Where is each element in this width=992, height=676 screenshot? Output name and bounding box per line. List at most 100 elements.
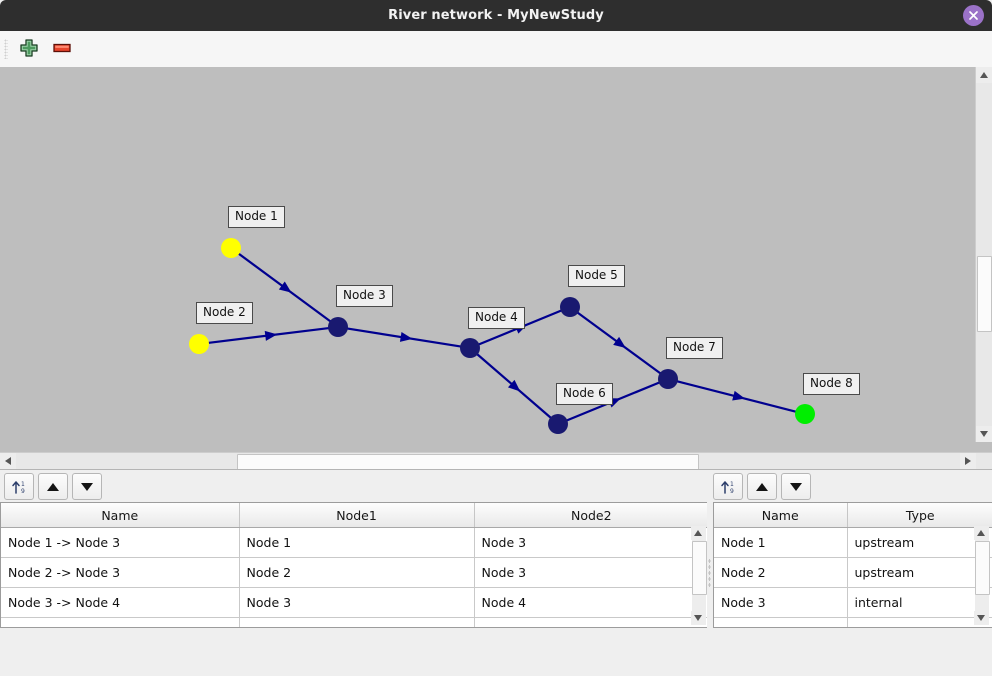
triangle-down-icon bbox=[694, 615, 702, 621]
graph-edge-arrow bbox=[507, 379, 521, 392]
triangle-up-icon bbox=[47, 482, 59, 491]
table-cell[interactable]: Node 4 -> Node 5 bbox=[1, 617, 240, 627]
table-cell[interactable]: Node 1 bbox=[239, 527, 475, 558]
river-network-graph[interactable]: Node 1 Node 2 Node 3 Node 4 Node 5 Node 6 Node… bbox=[0, 67, 992, 459]
table-cell[interactable]: Node 4 bbox=[239, 617, 475, 627]
graph-node-label-node-4[interactable]: Node 4 bbox=[468, 307, 525, 329]
graph-node-node-6[interactable] bbox=[548, 414, 568, 434]
column-header-node2[interactable]: Node2 bbox=[474, 503, 708, 528]
graph-node-node-1[interactable] bbox=[221, 238, 241, 258]
table-cell[interactable]: upstream bbox=[847, 557, 992, 588]
nodes-sort-button[interactable]: 1 9 bbox=[713, 473, 743, 500]
table-row[interactable]: Node 4internal bbox=[714, 617, 992, 627]
graph-horizontal-scrollbar[interactable] bbox=[0, 452, 992, 470]
graph-node-label-node-5[interactable]: Node 5 bbox=[568, 265, 625, 287]
svg-text:1: 1 bbox=[21, 481, 25, 488]
reaches-scroll-down-button[interactable] bbox=[691, 611, 706, 625]
graph-node-label-node-2[interactable]: Node 2 bbox=[196, 302, 253, 324]
table-cell[interactable]: Node 1 bbox=[714, 527, 848, 558]
column-header-node1[interactable]: Node1 bbox=[239, 503, 475, 528]
table-cell[interactable]: Node 2 bbox=[239, 557, 475, 588]
column-header-name[interactable]: Name bbox=[714, 503, 848, 528]
graph-node-node-7[interactable] bbox=[658, 369, 678, 389]
table-cell[interactable]: Node 3 -> Node 4 bbox=[1, 587, 240, 618]
table-cell[interactable]: Node 2 -> Node 3 bbox=[1, 557, 240, 588]
table-cell[interactable]: Node 3 bbox=[474, 557, 708, 588]
vertical-splitter-grip bbox=[708, 558, 711, 588]
reaches-move-up-button[interactable] bbox=[38, 473, 68, 500]
table-cell[interactable]: Node 1 -> Node 3 bbox=[1, 527, 240, 558]
scroll-left-button[interactable] bbox=[0, 453, 16, 469]
reaches-scroll-thumb[interactable] bbox=[692, 541, 707, 595]
graph-node-label-node-3[interactable]: Node 3 bbox=[336, 285, 393, 307]
graph-node-label-node-6[interactable]: Node 6 bbox=[556, 383, 613, 405]
scroll-up-button[interactable] bbox=[976, 67, 992, 83]
graph-vertical-scrollbar[interactable] bbox=[975, 67, 992, 442]
graph-node-label-node-7[interactable]: Node 7 bbox=[666, 337, 723, 359]
triangle-right-icon bbox=[965, 457, 971, 465]
graph-node-node-3[interactable] bbox=[328, 317, 348, 337]
graph-edge-arrow bbox=[732, 390, 746, 401]
table-cell[interactable]: internal bbox=[847, 617, 992, 627]
graph-node-label-node-1[interactable]: Node 1 bbox=[228, 206, 285, 228]
graph-node-label-node-8[interactable]: Node 8 bbox=[803, 373, 860, 395]
toolbar-grip[interactable] bbox=[4, 39, 8, 59]
graph-node-node-4[interactable] bbox=[460, 338, 480, 358]
table-cell[interactable]: upstream bbox=[847, 527, 992, 558]
graph-vscroll-thumb[interactable] bbox=[977, 256, 992, 332]
nodes-scroll-down-button[interactable] bbox=[974, 611, 989, 625]
plus-green-icon bbox=[20, 39, 38, 57]
column-header-name[interactable]: Name bbox=[1, 503, 240, 528]
scroll-right-button[interactable] bbox=[960, 453, 976, 469]
graph-node-node-5[interactable] bbox=[560, 297, 580, 317]
reaches-sort-button[interactable]: 1 9 bbox=[4, 473, 34, 500]
close-button[interactable] bbox=[963, 5, 984, 26]
table-cell[interactable]: Node 3 bbox=[714, 587, 848, 618]
graph-node-node-2[interactable] bbox=[189, 334, 209, 354]
nodes-scroll-thumb[interactable] bbox=[975, 541, 990, 595]
nodes-move-up-button[interactable] bbox=[747, 473, 777, 500]
graph-canvas[interactable]: Node 1 Node 2 Node 3 Node 4 Node 5 Node 6 Node… bbox=[0, 67, 976, 453]
svg-text:9: 9 bbox=[730, 488, 734, 495]
reaches-scroll-up-button[interactable] bbox=[691, 526, 706, 540]
triangle-up-icon bbox=[977, 530, 985, 536]
table-cell[interactable]: Node 3 bbox=[239, 587, 475, 618]
add-node-button[interactable] bbox=[18, 37, 42, 61]
table-cell[interactable]: internal bbox=[847, 587, 992, 618]
triangle-down-icon bbox=[790, 482, 802, 491]
triangle-up-icon bbox=[756, 482, 768, 491]
graph-edges-layer bbox=[207, 252, 797, 422]
table-cell[interactable]: Node 5 bbox=[474, 617, 708, 627]
graph-node-node-8[interactable] bbox=[795, 404, 815, 424]
table-cell[interactable]: Node 3 bbox=[474, 527, 708, 558]
vertical-splitter[interactable] bbox=[707, 470, 711, 676]
delete-node-button[interactable] bbox=[51, 37, 75, 61]
reaches-table-scrollbar[interactable] bbox=[691, 526, 707, 625]
table-cell[interactable]: Node 2 bbox=[714, 557, 848, 588]
scroll-down-button[interactable] bbox=[976, 426, 992, 442]
nodes-scroll-up-button[interactable] bbox=[974, 526, 989, 540]
sort-ascending-icon: 1 9 bbox=[12, 481, 25, 495]
graph-hscroll-thumb[interactable] bbox=[237, 454, 699, 470]
table-cell[interactable]: Node 4 bbox=[714, 617, 848, 627]
column-header-type[interactable]: Type bbox=[847, 503, 992, 528]
nodes-table-scrollbar[interactable] bbox=[974, 526, 990, 625]
table-cell[interactable]: Node 4 bbox=[474, 587, 708, 618]
nodes-move-down-button[interactable] bbox=[781, 473, 811, 500]
reaches-move-down-button[interactable] bbox=[72, 473, 102, 500]
